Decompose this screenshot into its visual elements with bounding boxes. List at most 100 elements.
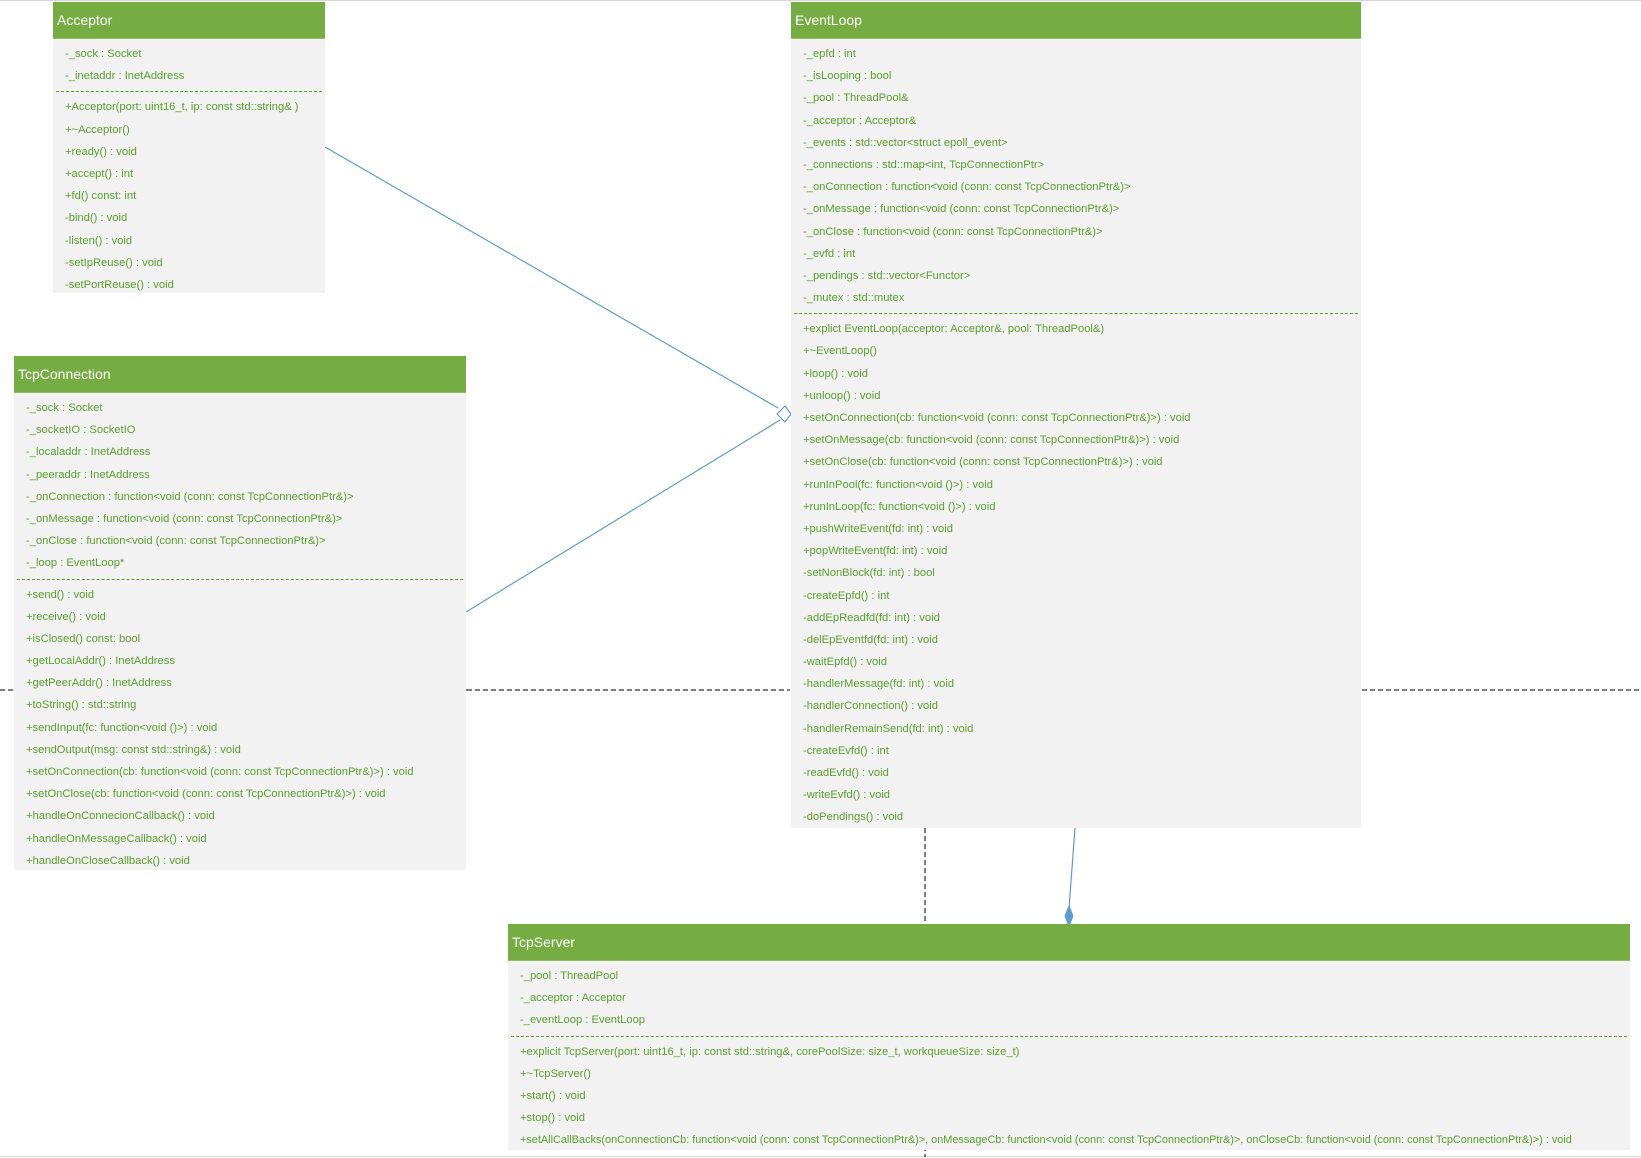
attribute-row: -_onClose : function<void (conn: const T… [26,535,326,548]
method-row: -setNonBlock(fd: int) : bool [803,567,935,580]
attribute-row: -_isLooping : bool [803,70,892,83]
method-row: +runInLoop(fc: function<void ()>) : void [803,500,996,513]
attribute-row: -_pendings : std::vector<Functor> [803,269,971,282]
method-row: +getLocalAddr() : InetAddress [26,655,175,668]
method-row: +explict EventLoop(acceptor: Acceptor&, … [803,323,1105,336]
separator [17,578,463,580]
class-title: EventLoop [791,2,1361,39]
class-title: TcpServer [508,924,1630,961]
method-row: +loop() : void [803,367,868,380]
method-row: +setOnMessage(cb: function<void (conn: c… [803,434,1180,447]
attribute-row: -_acceptor : Acceptor [520,992,626,1005]
attribute-row: -_onMessage : function<void (conn: const… [26,512,343,525]
method-row: +setOnConnection(cb: function<void (conn… [803,412,1191,424]
method-list: +explicit TcpServer(port: uint16_t, ip: … [508,1037,1630,1156]
attribute-row: -_localaddr : InetAddress [26,446,151,459]
method-row: +ready() : void [65,145,137,158]
method-row: +stop() : void [520,1112,585,1125]
class-acceptor[interactable]: Acceptor -_sock : Socket -_inetaddr : In… [53,2,325,293]
attribute-list: -_sock : Socket -_socketIO : SocketIO -_… [14,393,466,579]
method-list: +explict EventLoop(acceptor: Acceptor&, … [791,314,1361,832]
method-row: +setOnClose(cb: function<void (conn: con… [803,456,1163,469]
method-row: +accept() : int [65,167,134,180]
method-row: +start() : void [520,1089,586,1102]
relation-tcpconnection-eventloop [465,419,781,613]
method-row: -addEpReadfd(fd: int) : void [803,611,940,624]
method-row: +getPeerAddr() : InetAddress [26,677,172,690]
attribute-row: -_onClose : function<void (conn: const T… [803,225,1103,238]
method-list: +Acceptor(port: uint16_t, ip: const std:… [53,92,325,300]
method-row: -handlerRemainSend(fd: int) : void [803,722,974,735]
method-row: -delEpEventfd(fd: int) : void [803,633,938,646]
method-row: +receive() : void [26,610,106,623]
method-list: +send() : void +receive() : void +isClos… [14,580,466,876]
method-row: -doPendings() : void [803,811,904,824]
method-row: +toString() : std::string [26,699,137,712]
attribute-row: -_sock : Socket [26,402,103,414]
method-row: -handlerMessage(fd: int) : void [803,678,955,691]
attribute-row: -_connections : std::map<int, TcpConnect… [803,158,1045,171]
method-row: +~EventLoop() [803,345,878,358]
method-row: -setPortReuse() : void [65,278,174,291]
attribute-list: -_sock : Socket -_inetaddr : InetAddress [53,39,325,91]
method-row: +pushWriteEvent(fd: int) : void [803,522,953,535]
method-row: +runInPool(fc: function<void ()>) : void [803,478,993,491]
method-row: +handleOnCloseCallback() : void [26,854,190,867]
attribute-row: -_pool : ThreadPool& [803,92,909,105]
method-row: -waitEpfd() : void [803,656,887,669]
method-row: +setOnConnection(cb: function<void (conn… [26,766,414,778]
top-border [0,0,1641,1]
class-tcpserver[interactable]: TcpServer -_pool : ThreadPool -_acceptor… [508,924,1630,1150]
method-row: -bind() : void [65,212,128,225]
method-row: +~Acceptor() [65,123,130,136]
method-row: +setOnClose(cb: function<void (conn: con… [26,788,386,801]
attribute-row: -_pool : ThreadPool [520,970,619,982]
attribute-row: -_evfd : int [803,247,856,260]
attribute-row: -_onConnection : function<void (conn: co… [803,181,1131,194]
method-row: -listen() : void [65,234,133,247]
method-row: +isClosed() const: bool [26,632,141,645]
method-row: -createEpfd() : int [803,589,890,602]
method-row: -readEvfd() : void [803,767,889,779]
relation-acceptor-eventloop [324,146,779,409]
method-row: +send() : void [26,588,95,601]
attribute-list: -_epfd : int -_isLooping : bool -_pool :… [791,39,1361,313]
attribute-row: -_eventLoop : EventLoop [520,1014,646,1027]
separator [56,91,322,93]
method-row: +explicit TcpServer(port: uint16_t, ip: … [520,1045,1020,1058]
method-row: +~TcpServer() [520,1067,591,1080]
class-eventloop[interactable]: EventLoop -_epfd : int -_isLooping : boo… [791,2,1361,828]
method-row: -handlerConnection() : void [803,700,938,713]
method-row: -writeEvfd() : void [803,789,891,802]
method-row: -createEvfd() : int [803,744,889,757]
method-row: +fd() const: int [65,190,137,203]
class-tcpconnection[interactable]: TcpConnection -_sock : Socket -_socketIO… [14,356,466,870]
aggregation-diamond [776,405,792,423]
attribute-row: -_socketIO : SocketIO [26,424,136,437]
attribute-row: -_epfd : int [803,48,856,60]
class-title: Acceptor [53,2,325,39]
method-row: +handleOnMessageCallback() : void [26,832,207,845]
method-row: +unloop() : void [803,389,881,402]
attribute-row: -_loop : EventLoop* [26,557,125,570]
method-row: +setAllCallBacks(onConnectionCb: functio… [520,1134,1572,1147]
attribute-row: -_mutex : std::mutex [803,292,905,305]
relation-eventloop-tcpserver [1068,827,1076,909]
separator [511,1035,1627,1037]
attribute-row: -_acceptor : Acceptor& [803,114,917,127]
class-title: TcpConnection [14,356,466,393]
method-row: +sendOutput(msg: const std::string&) : v… [26,743,241,756]
bottom-border [0,1156,1641,1157]
attribute-row: -_events : std::vector<struct epoll_even… [803,136,1008,149]
attribute-list: -_pool : ThreadPool -_acceptor : Accepto… [508,961,1630,1036]
attribute-row: -_onMessage : function<void (conn: const… [803,203,1120,216]
method-row: -setIpReuse() : void [65,256,163,269]
method-row: +popWriteEvent(fd: int) : void [803,545,948,558]
method-row: +sendInput(fc: function<void ()>) : void [26,721,218,734]
attribute-row: -_onConnection : function<void (conn: co… [26,490,354,503]
attribute-row: -_sock : Socket [65,48,142,60]
composition-diamond [1064,904,1074,928]
separator [794,313,1358,315]
method-row: +handleOnConnecionCallback() : void [26,810,215,823]
method-row: +Acceptor(port: uint16_t, ip: const std:… [65,101,299,114]
